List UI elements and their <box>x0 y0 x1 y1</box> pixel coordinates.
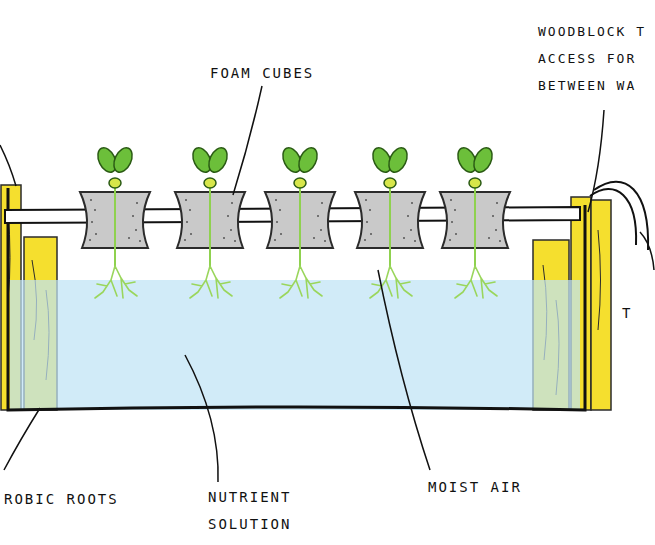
callout-label: ROBIC ROOTS <box>4 486 119 513</box>
callout-label: NUTRIENT SOLUTION <box>208 484 308 538</box>
callout-label: T <box>622 300 632 327</box>
callout-label: WOODBLOCK T ACCESS FOR BETWEEN WA <box>538 18 652 99</box>
callout-label: MOIST AIR <box>428 474 522 501</box>
callout-label: FOAM CUBES <box>210 60 314 87</box>
cable <box>590 182 648 250</box>
nutrient-water <box>10 280 580 410</box>
leader-lines <box>0 86 654 482</box>
plant-pods <box>80 145 510 298</box>
